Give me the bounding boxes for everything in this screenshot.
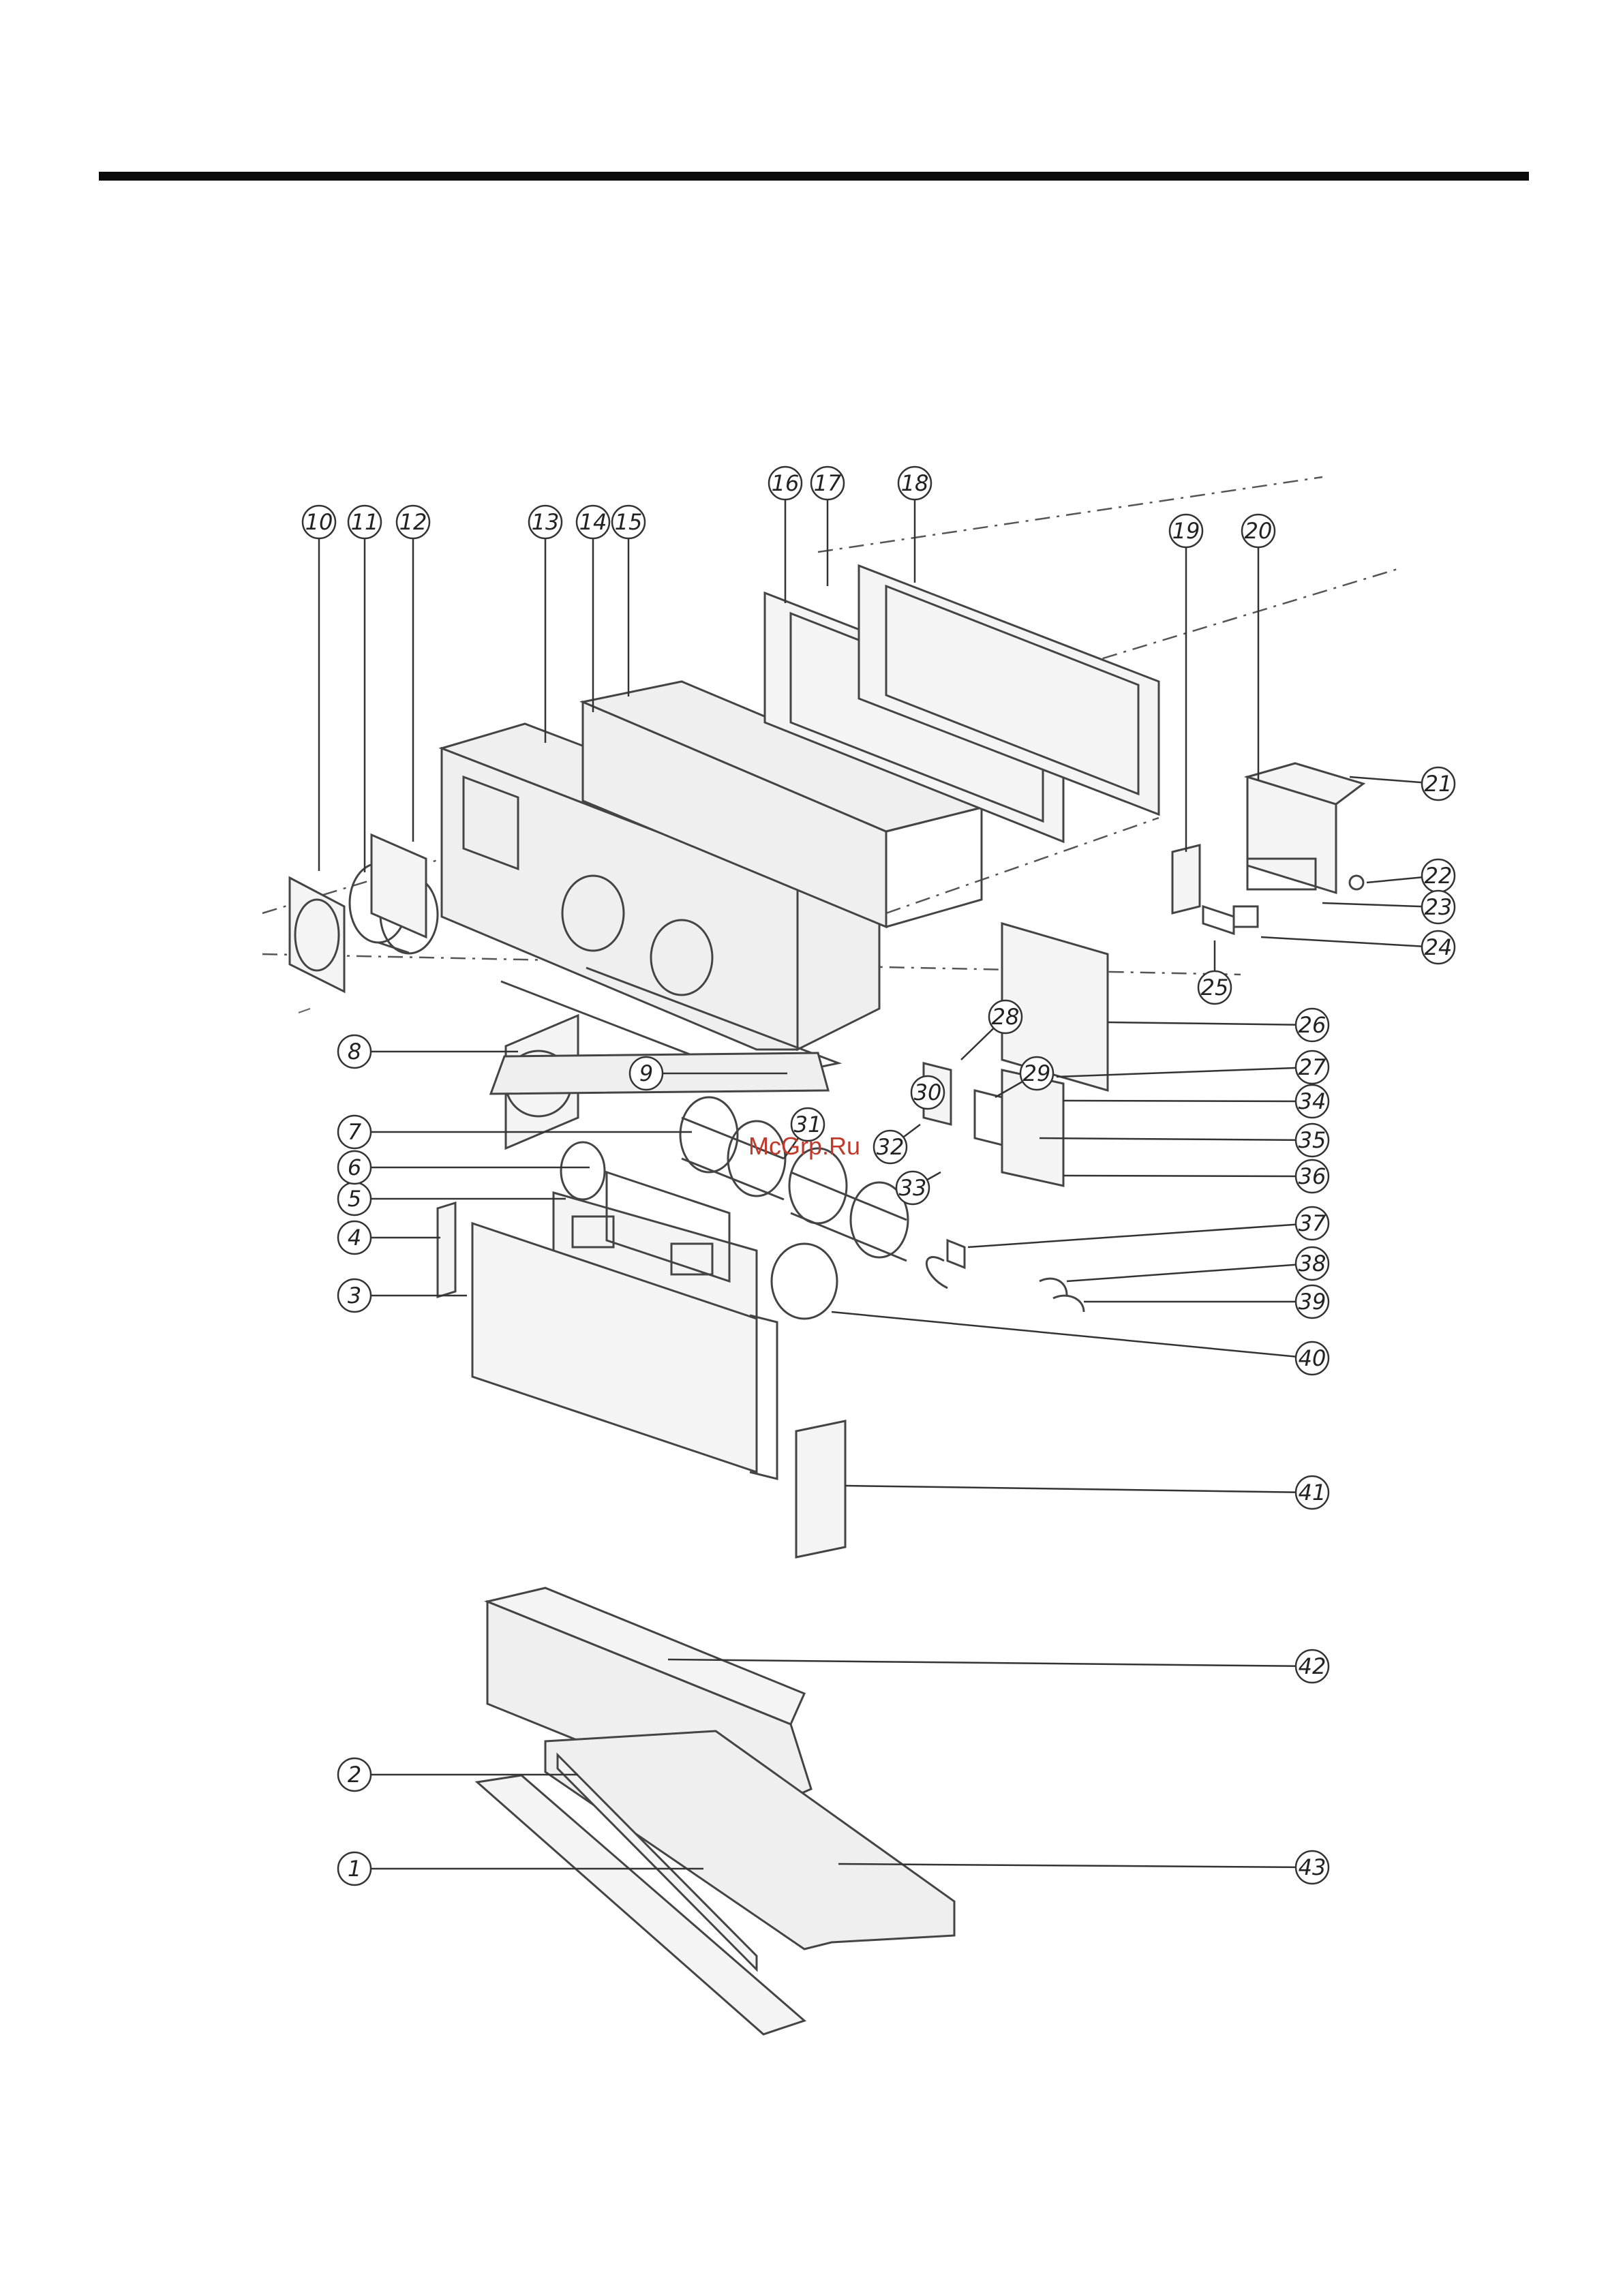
part-12-gasket — [371, 835, 426, 937]
callout-part-32: 32 — [874, 1124, 920, 1163]
callout-part-16: 16 — [769, 467, 802, 603]
part-41-end-bracket — [796, 1421, 845, 1557]
callout-number: 19 — [1172, 518, 1200, 544]
leader-line — [1261, 937, 1438, 947]
callout-number: 37 — [1299, 1210, 1326, 1236]
callout-part-37: 37 — [968, 1207, 1329, 1247]
callout-part-24: 24 — [1261, 931, 1455, 964]
callout-part-30: 30 — [911, 1076, 944, 1109]
callout-number: 22 — [1425, 863, 1453, 889]
callout-part-26: 26 — [1108, 1009, 1329, 1041]
callout-number: 8 — [348, 1039, 361, 1065]
callout-number: 24 — [1425, 934, 1453, 960]
callout-number: 23 — [1425, 894, 1453, 920]
callout-part-38: 38 — [1067, 1247, 1329, 1281]
callout-number: 17 — [814, 470, 842, 496]
callout-number: 25 — [1201, 975, 1229, 1000]
callout-number: 34 — [1299, 1088, 1326, 1114]
callout-number: 7 — [348, 1119, 362, 1145]
callout-number: 30 — [914, 1080, 942, 1105]
callout-number: 12 — [399, 509, 427, 535]
callout-number: 6 — [348, 1154, 361, 1180]
leader-line — [832, 1312, 1312, 1358]
callout-part-21: 21 — [1350, 767, 1455, 800]
callout-part-8: 8 — [338, 1035, 518, 1068]
part-10-flange — [290, 878, 344, 1013]
callout-part-13: 13 — [529, 506, 562, 743]
callout-number: 36 — [1299, 1163, 1326, 1189]
callout-part-11: 11 — [348, 506, 381, 872]
callout-part-19: 19 — [1170, 515, 1202, 852]
callout-part-40: 40 — [832, 1312, 1329, 1375]
callout-number: 18 — [901, 470, 929, 496]
callout-number: 11 — [351, 509, 379, 535]
callout-number: 33 — [899, 1175, 927, 1201]
leader-line — [968, 1223, 1312, 1247]
callout-part-18: 18 — [898, 467, 931, 583]
callout-part-14: 14 — [577, 506, 609, 712]
callout-part-10: 10 — [303, 506, 335, 871]
callout-part-6: 6 — [338, 1151, 590, 1184]
callout-number: 13 — [532, 509, 560, 535]
leader-line — [1067, 1264, 1312, 1281]
callout-number: 1 — [348, 1856, 361, 1882]
callout-number: 5 — [348, 1186, 361, 1212]
callout-number: 26 — [1299, 1012, 1326, 1038]
callout-number: 27 — [1299, 1054, 1326, 1080]
callout-part-36: 36 — [1063, 1160, 1329, 1193]
callout-number: 35 — [1299, 1127, 1326, 1153]
callout-number: 39 — [1299, 1289, 1326, 1315]
leader-line — [1108, 1022, 1312, 1025]
callout-number: 14 — [579, 509, 607, 535]
leader-line — [1040, 1138, 1312, 1140]
callout-number: 9 — [639, 1060, 653, 1086]
callout-number: 16 — [772, 470, 800, 496]
callout-number: 42 — [1299, 1653, 1326, 1679]
callout-part-39: 39 — [1084, 1285, 1329, 1318]
callout-number: 20 — [1245, 518, 1273, 544]
callout-number: 10 — [305, 509, 333, 535]
leader-line — [1322, 903, 1438, 907]
part-27-39-small-parts — [924, 1063, 1084, 1312]
callout-number: 40 — [1299, 1345, 1326, 1371]
callout-part-4: 4 — [338, 1221, 440, 1254]
callout-number: 28 — [992, 1004, 1020, 1030]
leader-line — [845, 1486, 1312, 1493]
callout-number: 43 — [1299, 1854, 1326, 1880]
callout-part-35: 35 — [1040, 1124, 1329, 1157]
callout-part-20: 20 — [1242, 515, 1275, 780]
leader-line — [838, 1864, 1312, 1867]
callout-part-41: 41 — [845, 1476, 1329, 1509]
callout-number: 41 — [1299, 1480, 1326, 1505]
leader-line — [668, 1659, 1312, 1666]
callout-number: 3 — [348, 1283, 361, 1308]
callout-number: 38 — [1299, 1251, 1326, 1276]
watermark-text: McGrp.Ru — [748, 1132, 860, 1160]
callout-part-12: 12 — [397, 506, 429, 842]
part-43-insulation — [545, 1731, 954, 1949]
callout-number: 21 — [1425, 771, 1453, 797]
callout-number: 15 — [615, 509, 643, 535]
callout-number: 2 — [348, 1762, 361, 1788]
callout-number: 32 — [877, 1134, 905, 1160]
callout-part-15: 15 — [612, 506, 645, 697]
callout-part-25: 25 — [1198, 940, 1231, 1004]
callout-part-33: 33 — [896, 1172, 941, 1204]
callout-number: 4 — [348, 1225, 361, 1251]
callout-part-17: 17 — [811, 467, 844, 586]
callout-number: 29 — [1023, 1060, 1051, 1086]
part-19-25-control-box — [1172, 763, 1363, 934]
callout-part-23: 23 — [1322, 891, 1455, 923]
callout-part-2: 2 — [338, 1758, 578, 1791]
callout-part-22: 22 — [1367, 859, 1455, 892]
